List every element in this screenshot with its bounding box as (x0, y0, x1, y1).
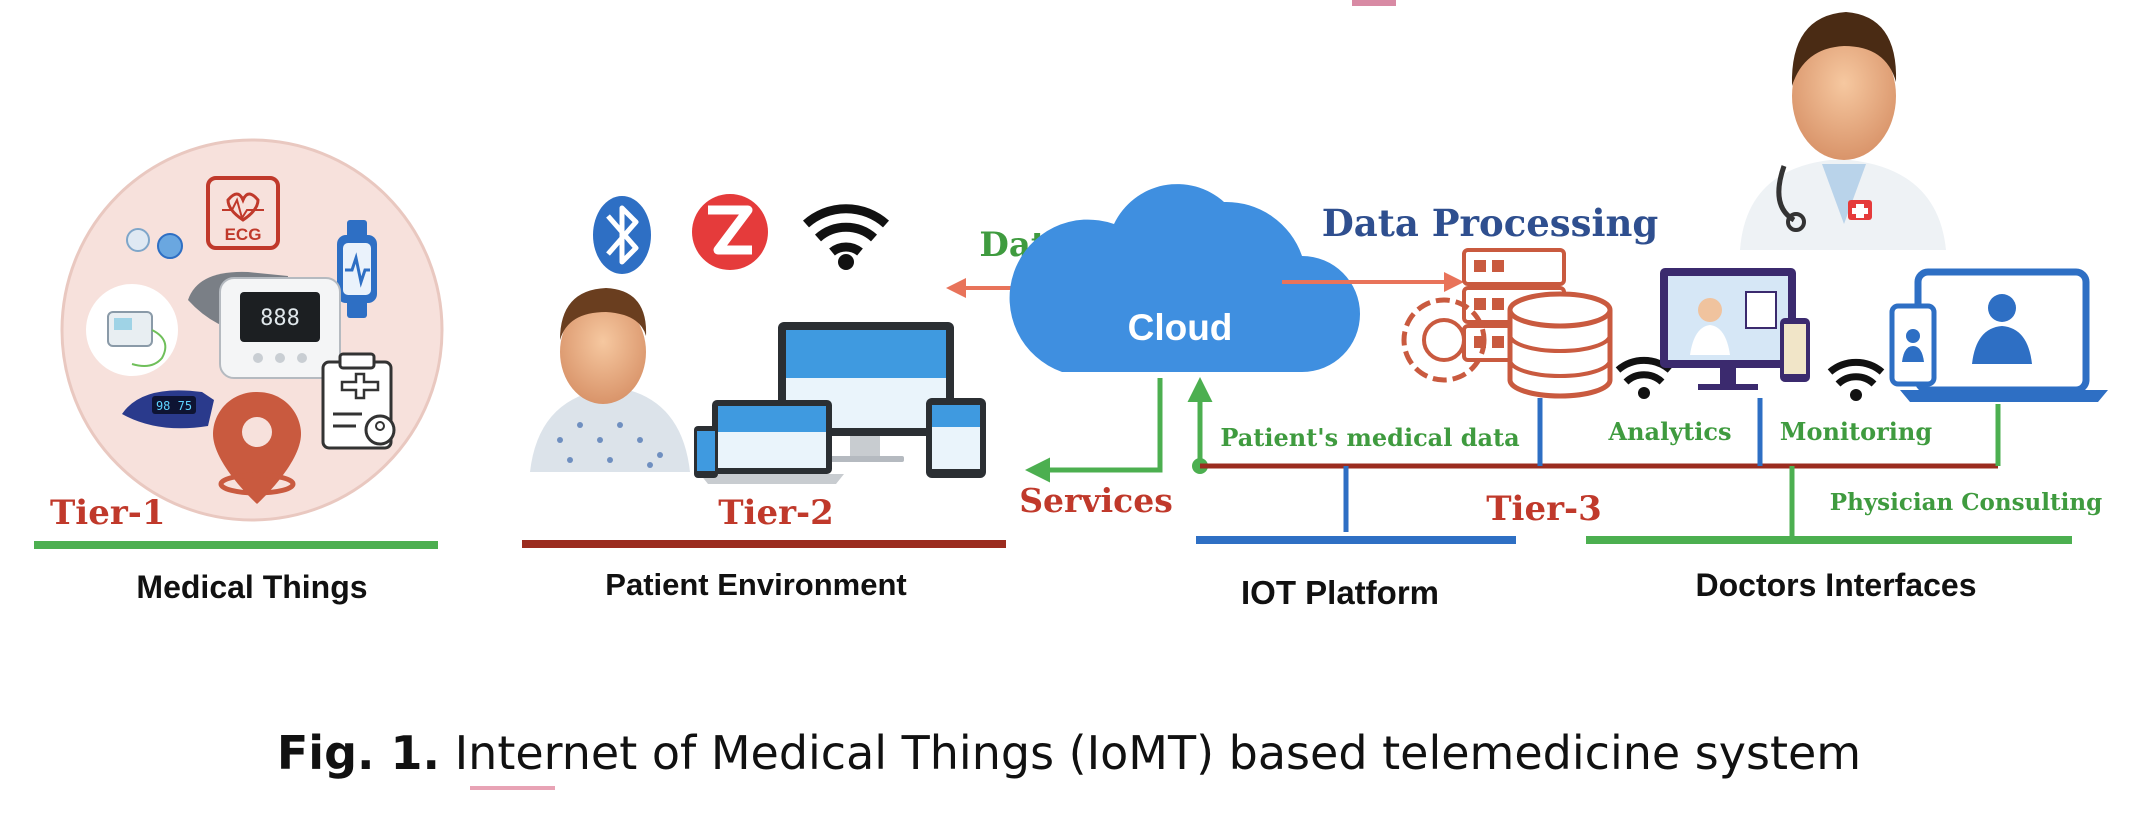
blood-pressure-monitor-icon: 888 (188, 271, 341, 379)
location-pin-icon (213, 392, 301, 504)
physician-consulting-label: Physician Consulting (1830, 489, 2102, 516)
cloud-label: Cloud (1128, 307, 1233, 348)
monitoring-wifi-icon (1827, 358, 1885, 401)
tier3-network-bus (1200, 398, 2001, 536)
doctors-interfaces-label: Doctors Interfaces (1696, 567, 1977, 603)
svg-text:98 75: 98 75 (156, 399, 192, 413)
holter-monitor-icon (86, 284, 178, 376)
pulse-oximeter-icon: 98 75 (122, 390, 214, 429)
medical-record-clipboard-icon (321, 352, 396, 450)
tier2-label: Tier-2 (718, 493, 834, 533)
ecg-label: ECG (225, 225, 262, 244)
tier1-label: Tier-1 (50, 493, 166, 533)
cloud-icon (1009, 184, 1360, 372)
analytics-label: Analytics (1607, 417, 1731, 446)
services-label: Services (1019, 481, 1173, 520)
figure-number-underline (470, 786, 555, 790)
doctor-avatar (1740, 12, 1946, 250)
tier2-group: Tier-2 Patient Environment (522, 194, 1006, 602)
services-arrow (1025, 378, 1163, 483)
patient-devices-icon (694, 322, 986, 484)
monitoring-label: Monitoring (1780, 417, 1932, 446)
iot-platform-underline (1196, 536, 1516, 544)
doctors-interfaces-underline (1586, 536, 2072, 544)
figure-number: Fig. 1. (276, 726, 440, 780)
tier1-underline (34, 541, 438, 549)
cloud-group: Data Cloud Services (946, 184, 1464, 520)
tier1-group: ECG 888 (34, 138, 444, 605)
wearable-sensors-icon (126, 228, 183, 259)
doctor-laptop-icon (1889, 268, 2108, 402)
figure-caption-text: Internet of Medical Things (IoMT) based … (454, 726, 1862, 780)
data-processing-label: Data Processing (1322, 201, 1659, 245)
patient-avatar (530, 288, 690, 472)
smartwatch-icon (337, 220, 377, 318)
patient-medical-data-label: Patient's medical data (1220, 423, 1519, 452)
tier2-underline (522, 540, 1006, 548)
tier3-label: Tier-3 (1486, 489, 1602, 529)
ecg-heart-icon: ECG (206, 176, 280, 250)
data-processing-server-icon (1401, 248, 1613, 399)
figure-caption: Fig. 1. Internet of Medical Things (IoMT… (0, 726, 2138, 780)
zigbee-icon (692, 194, 768, 270)
telemedicine-monitor-icon (1660, 268, 1810, 390)
iot-platform-label: IOT Platform (1241, 574, 1439, 611)
top-decoration-mark (1352, 0, 1396, 6)
svg-text:888: 888 (260, 306, 300, 331)
wifi-icon (803, 204, 889, 270)
bluetooth-icon (593, 196, 651, 274)
patient-environment-label: Patient Environment (605, 567, 906, 602)
tier3-group: Data Processing (1196, 12, 2108, 611)
medical-things-label: Medical Things (136, 569, 367, 605)
